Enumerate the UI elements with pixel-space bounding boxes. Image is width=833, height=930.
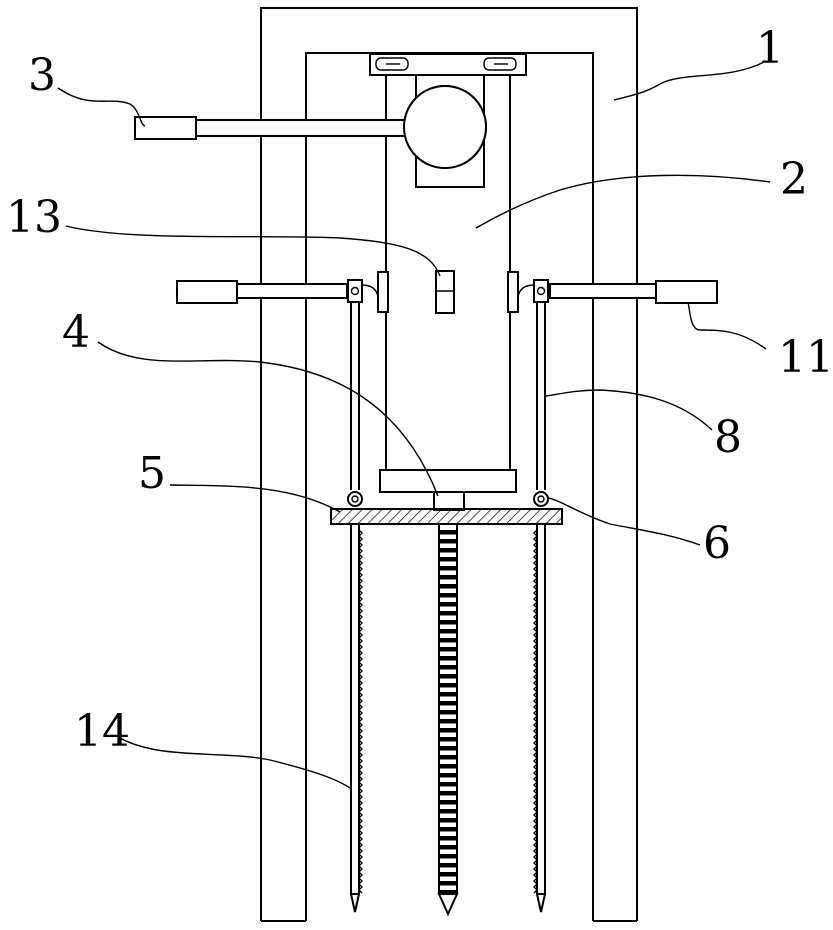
label-pile: 14 (74, 706, 130, 757)
switch-button (436, 271, 454, 313)
spindle (380, 470, 516, 510)
central-drill (439, 524, 457, 914)
label-pivot: 6 (703, 518, 731, 569)
label-left-handle: 3 (28, 50, 56, 101)
label-spindle: 4 (62, 307, 90, 358)
base-plate (331, 509, 562, 524)
label-side-handle: 11 (778, 332, 833, 383)
label-plate: 5 (138, 448, 166, 499)
top-mount (370, 54, 526, 75)
label-button: 13 (6, 192, 62, 243)
label-frame: 1 (756, 23, 784, 74)
left-handle (135, 86, 486, 168)
label-rod: 8 (714, 412, 742, 463)
label-housing: 2 (780, 154, 808, 205)
